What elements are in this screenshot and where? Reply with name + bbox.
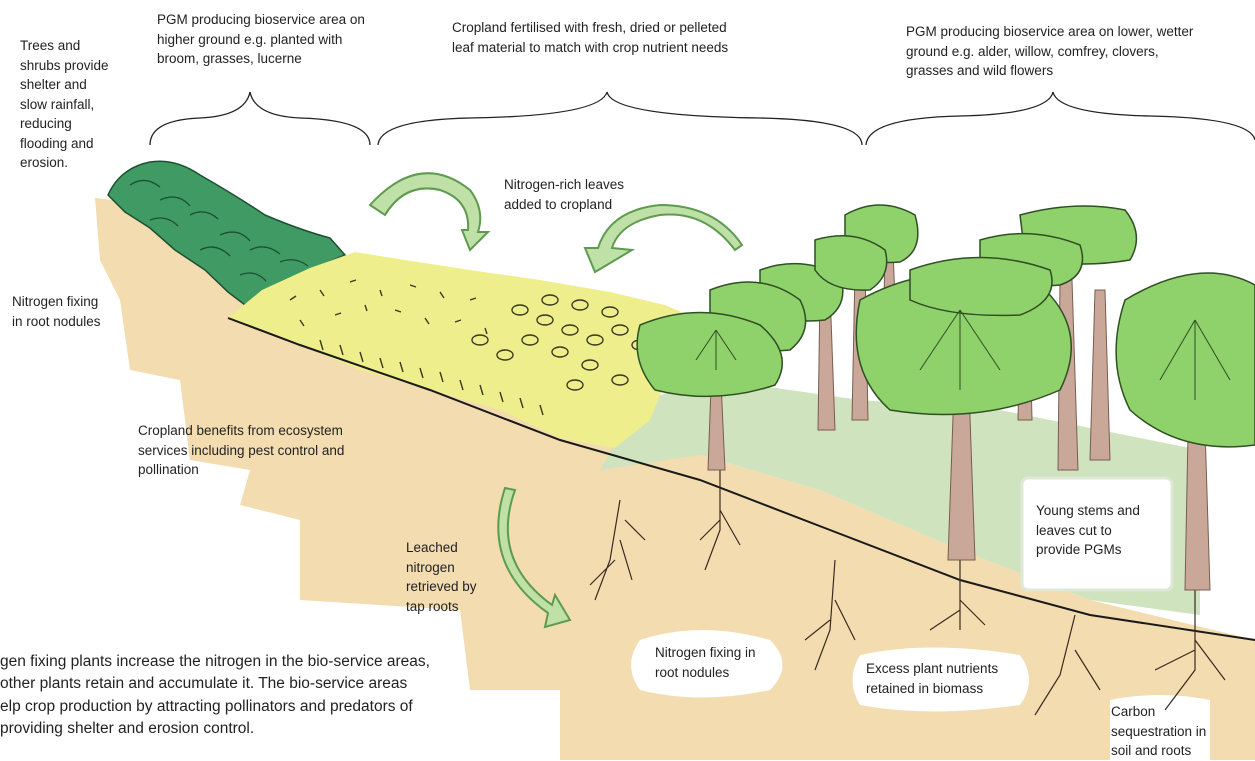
trees-shelter-label: Trees and shrubs provide shelter and slo… xyxy=(20,36,109,173)
caption-paragraph: gen fixing plants increase the nitrogen … xyxy=(0,651,430,741)
brace-higher xyxy=(150,92,370,145)
cropland-fertilised-label: Cropland fertilised with fresh, dried or… xyxy=(452,18,728,57)
braces xyxy=(150,92,1255,145)
young-stems-label: Young stems and leaves cut to provide PG… xyxy=(1036,501,1140,560)
excess-nutrients-label: Excess plant nutrients retained in bioma… xyxy=(866,659,998,698)
carbon-sequestration-label: Carbon sequestration in soil and roots xyxy=(1111,702,1206,761)
pgm-lower-ground-label: PGM producing bioservice area on lower, … xyxy=(906,22,1193,81)
brace-lower xyxy=(866,92,1255,145)
arrow-trees-to-crop xyxy=(585,205,742,272)
nitrogen-rich-leaves-label: Nitrogen-rich leaves added to cropland xyxy=(504,175,624,214)
cropland-benefits-label: Cropland benefits from ecosystem service… xyxy=(138,421,344,480)
nitrogen-fixing-left-label: Nitrogen fixing in root nodules xyxy=(12,292,101,331)
pgm-higher-ground-label: PGM producing bioservice area on higher … xyxy=(157,10,365,69)
arrow-hedge-to-crop xyxy=(370,173,488,250)
leached-nitrogen-label: Leached nitrogen retrieved by tap roots xyxy=(406,538,477,616)
brace-cropland xyxy=(378,92,862,145)
nitrogen-fixing-bottom-label: Nitrogen fixing in root nodules xyxy=(655,643,756,682)
